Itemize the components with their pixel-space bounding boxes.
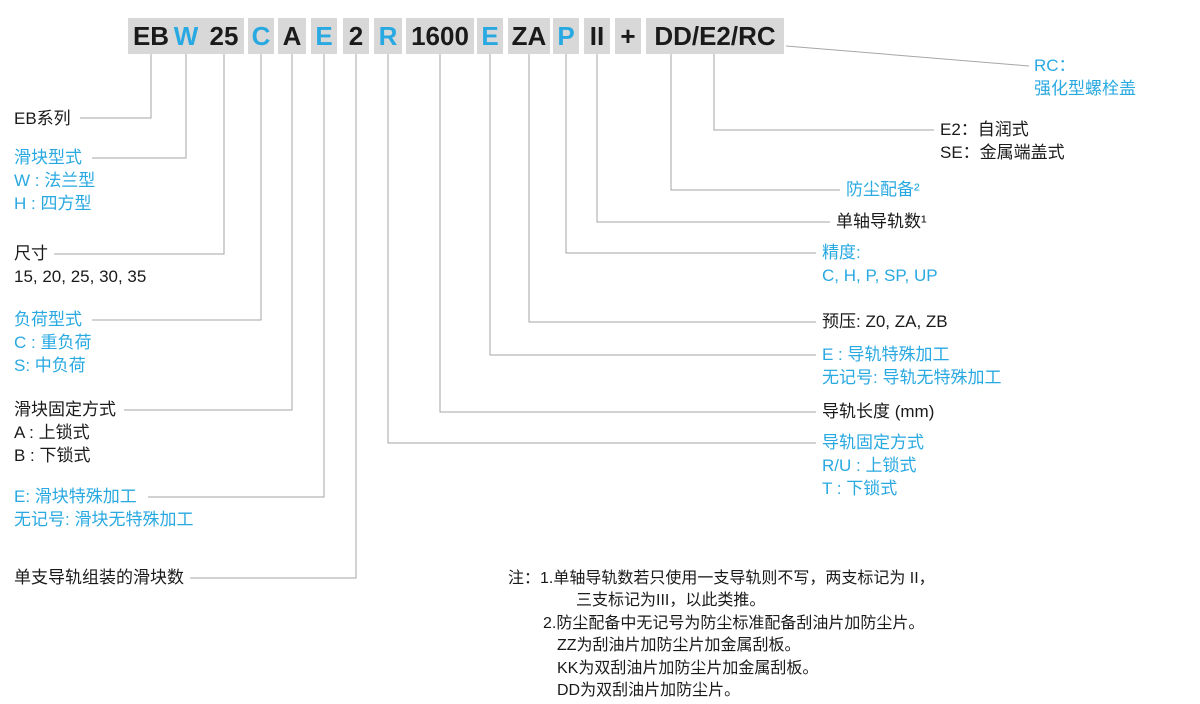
code-segment-precision: P <box>553 18 579 54</box>
label-line: 强化型螺栓盖 <box>1034 79 1136 98</box>
label-line: S: 中负荷 <box>14 356 86 375</box>
label-line: E: 滑块特殊加工 <box>14 487 137 506</box>
connector-line <box>80 54 152 119</box>
label-line: 滑块型式 <box>14 148 82 167</box>
connector-line <box>92 54 187 159</box>
code-segment-rail-count: II <box>584 18 610 54</box>
label-rail-special: E : 导轨特殊加工 无记号: 导轨无特殊加工 <box>822 343 1001 389</box>
label-line: EB系列 <box>14 109 71 128</box>
label-line: 防尘配备² <box>846 180 920 199</box>
label-block-type: 滑块型式 W : 法兰型 H : 四方型 <box>14 146 95 215</box>
note-line-1: 注：1.单轴导轨数若只使用一支导轨则不写，两支标记为 II， <box>508 570 935 587</box>
label-rc-bolt-cover: RC： 强化型螺栓盖 <box>1034 54 1136 100</box>
label-line: W : 法兰型 <box>14 171 96 190</box>
label-line: 精度: <box>822 243 861 262</box>
note-line-6: DD为双刮油片加防尘片。 <box>557 682 741 699</box>
label-block-count: 单支导轨组装的滑块数 <box>14 566 184 589</box>
label-line: T : 下锁式 <box>822 479 898 498</box>
label-e2-se: E2：自润式 SE：金属端盖式 <box>940 118 1065 164</box>
label-line: 尺寸 <box>14 244 48 263</box>
label-rail-mount: 导轨固定方式 R/U : 上锁式 T : 下锁式 <box>822 431 924 500</box>
label-preload: 预压: Z0, ZA, ZB <box>822 310 948 333</box>
note-line-2: 三支标记为III，以此类推。 <box>576 592 766 609</box>
connector-line <box>565 54 816 254</box>
label-block-mount: 滑块固定方式 A : 上锁式 B : 下锁式 <box>14 398 116 467</box>
code-segment-series: EB <box>128 18 174 54</box>
note-line-4: ZZ为刮油片加防尘片加金属刮板。 <box>557 637 801 654</box>
code-segment-block-special: E <box>311 18 337 54</box>
code-segment-size: 25 <box>204 18 244 54</box>
label-line: 导轨固定方式 <box>822 433 924 452</box>
label-line: E : 导轨特殊加工 <box>822 345 950 364</box>
label-size: 尺寸 15, 20, 25, 30, 35 <box>14 242 146 288</box>
label-line: 负荷型式 <box>14 310 82 329</box>
label-rail-length: 导轨长度 (mm) <box>822 400 934 423</box>
label-eb-series: EB系列 <box>14 107 71 130</box>
connector-line <box>148 54 325 498</box>
label-line: 导轨长度 (mm) <box>822 402 935 421</box>
label-line: 无记号: 滑块无特殊加工 <box>14 510 194 529</box>
note-line-3: 2.防尘配备中无记号为防尘标准配备刮油片加防尘片。 <box>543 615 925 632</box>
label-precision: 精度: C, H, P, SP, UP <box>822 241 938 287</box>
label-dust-protection: 防尘配备² <box>846 178 920 201</box>
connector-line <box>190 54 357 579</box>
connector-line <box>489 54 816 356</box>
label-line: RC： <box>1034 56 1076 75</box>
connector-line <box>785 45 1030 67</box>
connector-line <box>596 54 830 223</box>
note-line-5: KK为双刮油片加防尘片加金属刮板。 <box>557 660 819 677</box>
code-segment-rail-special: E <box>477 18 503 54</box>
label-rail-count: 单轴导轨数¹ <box>836 210 927 233</box>
label-line: 无记号: 导轨无特殊加工 <box>822 368 1002 387</box>
connector-line <box>670 54 840 191</box>
connector-line <box>124 54 293 411</box>
code-segment-preload: ZA <box>508 18 550 54</box>
label-block-special: E: 滑块特殊加工 无记号: 滑块无特殊加工 <box>14 485 193 531</box>
code-segment-load-type: C <box>248 18 274 54</box>
code-segment-options: DD/E2/RC <box>646 18 784 54</box>
label-line: C, H, P, SP, UP <box>822 266 938 285</box>
label-line: 预压: Z0, ZA, ZB <box>822 312 948 331</box>
label-line: C : 重负荷 <box>14 333 92 352</box>
label-line: H : 四方型 <box>14 194 92 213</box>
code-segment-block-count: 2 <box>343 18 369 54</box>
code-segment-block-type: W <box>168 18 204 54</box>
connector-line <box>713 54 934 131</box>
label-line: B : 下锁式 <box>14 446 91 465</box>
label-line: 15, 20, 25, 30, 35 <box>14 267 147 286</box>
label-line: R/U : 上锁式 <box>822 456 917 475</box>
label-line: E2：自润式 <box>940 120 1029 139</box>
label-line: SE：金属端盖式 <box>940 143 1065 162</box>
code-segment-block-mount: A <box>278 18 306 54</box>
label-line: A : 上锁式 <box>14 423 90 442</box>
label-line: 滑块固定方式 <box>14 400 116 419</box>
label-line: 单支导轨组装的滑块数 <box>14 568 184 587</box>
code-segment-rail-mount: R <box>374 18 402 54</box>
code-segment-rail-length: 1600 <box>406 18 474 54</box>
label-load-type: 负荷型式 C : 重负荷 S: 中负荷 <box>14 308 91 377</box>
connector-line <box>528 54 816 323</box>
label-line: 单轴导轨数¹ <box>836 212 927 231</box>
connector-line <box>439 54 816 413</box>
connector-line <box>387 54 816 444</box>
code-segment-plus: + <box>615 18 641 54</box>
